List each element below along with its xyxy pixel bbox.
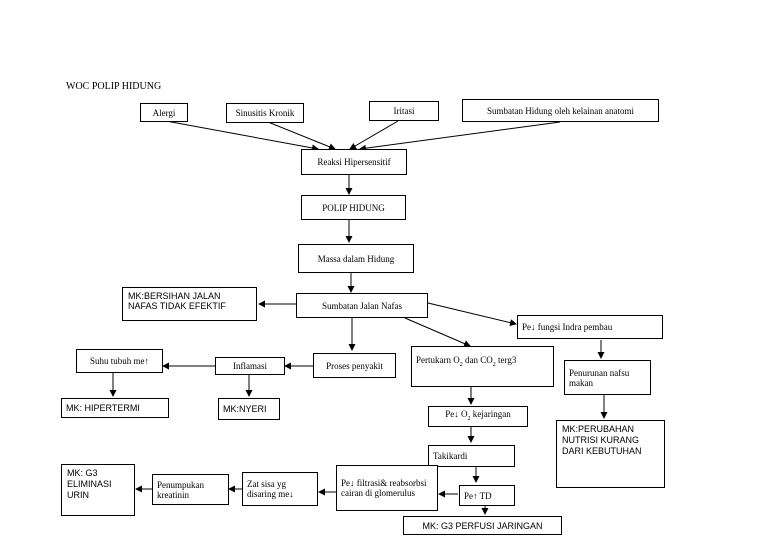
pertukaran-sub-co2: 2 [492, 361, 496, 368]
edge-anatomi-reaksi [359, 121, 561, 152]
node-filtrasi-label: Pe↓ filtrasi& reabsorbsi cairan di glome… [341, 478, 427, 498]
node-mk-hipertermi-label: MK: HIPERTERMI [66, 403, 140, 413]
node-sumbatan-anatomi-label: Sumbatan Hidung oleh kelainan anatomi [487, 105, 634, 116]
node-inflamasi: Inflamasi [215, 357, 285, 375]
node-filtrasi: Pe↓ filtrasi& reabsorbsi cairan di glome… [336, 465, 438, 511]
o2-text-a: Pe↓ O [445, 409, 468, 420]
node-mk-eliminasi-label: MK: G3 ELIMINASI URIN [67, 468, 112, 500]
node-proses: Proses penyakit [313, 353, 396, 378]
edge-sinusitis-reaksi [267, 121, 336, 151]
node-mk-perfusi: MK: G3 PERFUSI JARINGAN [403, 516, 562, 535]
pertukaran-text-b: dan CO [465, 355, 493, 365]
node-penumpukan-label: Penumpukan kreatinin [157, 479, 204, 500]
node-proses-label: Proses penyakit [326, 360, 383, 371]
node-penurunan-nafsu: Penurunan nafsu makan [564, 360, 651, 395]
node-mk-bersihan: MK:BERSIHAN JALAN NAFAS TIDAK EFEKTIF [122, 287, 257, 321]
node-pertukaran: Pertukarn O2 dan CO2 terg3 [411, 346, 554, 387]
node-reaksi-label: Reaksi Hipersensitif [317, 157, 391, 167]
o2-text-b: kejaringan [472, 409, 511, 420]
node-polip-label: POLIP HIDUNG [322, 202, 385, 213]
node-sumbatan-anatomi: Sumbatan Hidung oleh kelainan anatomi [462, 99, 659, 122]
node-takikardi-label: Takikardi [433, 451, 468, 461]
node-mk-nyeri: MK:NYERI [218, 398, 280, 420]
o2-sub: 2 [467, 415, 471, 422]
node-suhu: Suhu tubuh me↑ [76, 349, 163, 373]
node-iritasi-label: Iritasi [393, 106, 415, 116]
node-penurunan-nafsu-label: Penurunan nafsu makan [569, 367, 630, 388]
node-o2-jaringan-label: Pe↓ O2 kejaringan [445, 409, 510, 424]
node-sinusitis-label: Sinusitis Kronik [235, 108, 295, 118]
node-polip: POLIP HIDUNG [301, 195, 406, 220]
node-massa: Massa dalam Hidung [298, 244, 414, 273]
node-mk-nutrisi-label: MK:PERUBAHAN NUTRISI KURANG DARI KEBUTUH… [562, 424, 642, 456]
pertukaran-text-a: Pertukarn O [416, 355, 460, 365]
node-zat-sisa-label: Zat sisa yg disaring me↓ [247, 479, 294, 499]
node-inflamasi-label: Inflamasi [233, 361, 267, 371]
node-massa-label: Massa dalam Hidung [317, 253, 395, 264]
node-sumbatan-jalan: Sumbatan Jalan Nafas [296, 293, 428, 318]
edge-iritasi-reaksi [349, 120, 399, 150]
node-penumpukan: Penumpukan kreatinin [152, 474, 229, 505]
node-o2-jaringan: Pe↓ O2 kejaringan [428, 406, 528, 427]
node-mk-nyeri-label: MK:NYERI [223, 404, 267, 414]
node-mk-bersihan-line2: NAFAS TIDAK EFEKTIF [128, 301, 226, 311]
node-mk-hipertermi: MK: HIPERTERMI [61, 398, 169, 418]
pertukaran-text-c: terg3 [498, 355, 517, 365]
node-iritasi: Iritasi [369, 101, 439, 121]
node-pertukaran-label: Pertukarn O2 dan CO2 terg3 [416, 355, 516, 370]
edge-sumbatan-indra [427, 302, 517, 327]
node-alergi: Alergi [140, 103, 188, 122]
node-suhu-label: Suhu tubuh me↑ [89, 356, 149, 366]
node-fungsi-indra: Pe↓ fungsi Indra pembau [517, 315, 663, 339]
node-mk-eliminasi: MK: G3 ELIMINASI URIN [61, 464, 135, 516]
node-sumbatan-jalan-label: Sumbatan Jalan Nafas [322, 300, 402, 311]
node-td-label: Pe↑ TD [464, 490, 492, 501]
node-zat-sisa: Zat sisa yg disaring me↓ [242, 472, 318, 506]
node-mk-nutrisi: MK:PERUBAHAN NUTRISI KURANG DARI KEBUTUH… [556, 420, 665, 488]
node-takikardi: Takikardi [428, 445, 515, 467]
node-alergi-label: Alergi [152, 107, 176, 118]
node-reaksi: Reaksi Hipersensitif [301, 149, 407, 175]
node-mk-bersihan-line1: MK:BERSIHAN JALAN [128, 291, 221, 301]
node-fungsi-indra-label: Pe↓ fungsi Indra pembau [522, 322, 613, 332]
edge-alergi-reaksi [165, 120, 319, 152]
node-mk-perfusi-label: MK: G3 PERFUSI JARINGAN [422, 520, 543, 531]
edge-sumbatan-pertukaran [404, 317, 471, 347]
pertukaran-sub-o2: 2 [459, 361, 463, 368]
diagram-title: WOC POLIP HIDUNG [66, 81, 162, 92]
node-td: Pe↑ TD [459, 485, 515, 506]
node-sinusitis: Sinusitis Kronik [226, 103, 304, 123]
